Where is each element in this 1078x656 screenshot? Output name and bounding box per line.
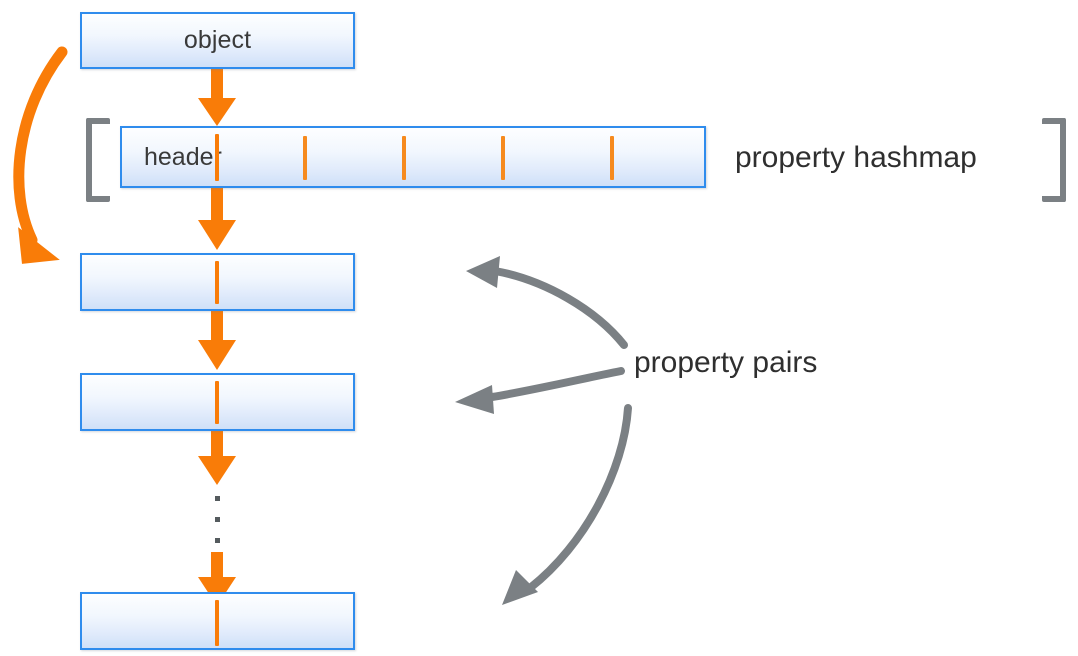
property-hashmap-caption: property hashmap [735,141,977,174]
orange-arrow-hashmap-to-pair-1 [198,188,236,250]
hashmap-tick-4 [610,136,614,180]
property-hashmap-box[interactable]: header [120,126,706,188]
hashmap-tick-2 [402,136,406,180]
gray-arrow-to-pair-2 [455,367,625,414]
object-box[interactable]: object [80,12,355,69]
orange-arrow-object-to-hashmap [198,69,236,126]
pair-box-2-stem [215,381,219,424]
ellipsis-dot-1 [215,496,220,501]
hashmap-tick-1 [303,136,307,180]
property-pairs-caption: property pairs [634,346,818,379]
gray-arrow-to-pair-1 [466,256,628,349]
hashmap-tick-3 [501,136,505,180]
pair-box-1-stem [215,261,219,304]
orange-arrow-pair-2-to-ellipsis [198,431,236,485]
orange-arrow-pair-1-to-pair-2 [198,311,236,370]
ellipsis-dot-2 [215,517,220,522]
header-label: header [144,142,222,171]
hashmap-bracket-right [1042,118,1066,202]
pair-box-3-stem [215,600,219,646]
object-box-label: object [183,26,252,54]
hashmap-bracket-left [86,118,110,202]
hashmap-box-stem [215,134,219,181]
orange-curved-arrow-object-to-pairs [13,46,68,264]
gray-arrow-to-pair-3 [502,404,632,605]
ellipsis-dot-3 [215,538,220,543]
